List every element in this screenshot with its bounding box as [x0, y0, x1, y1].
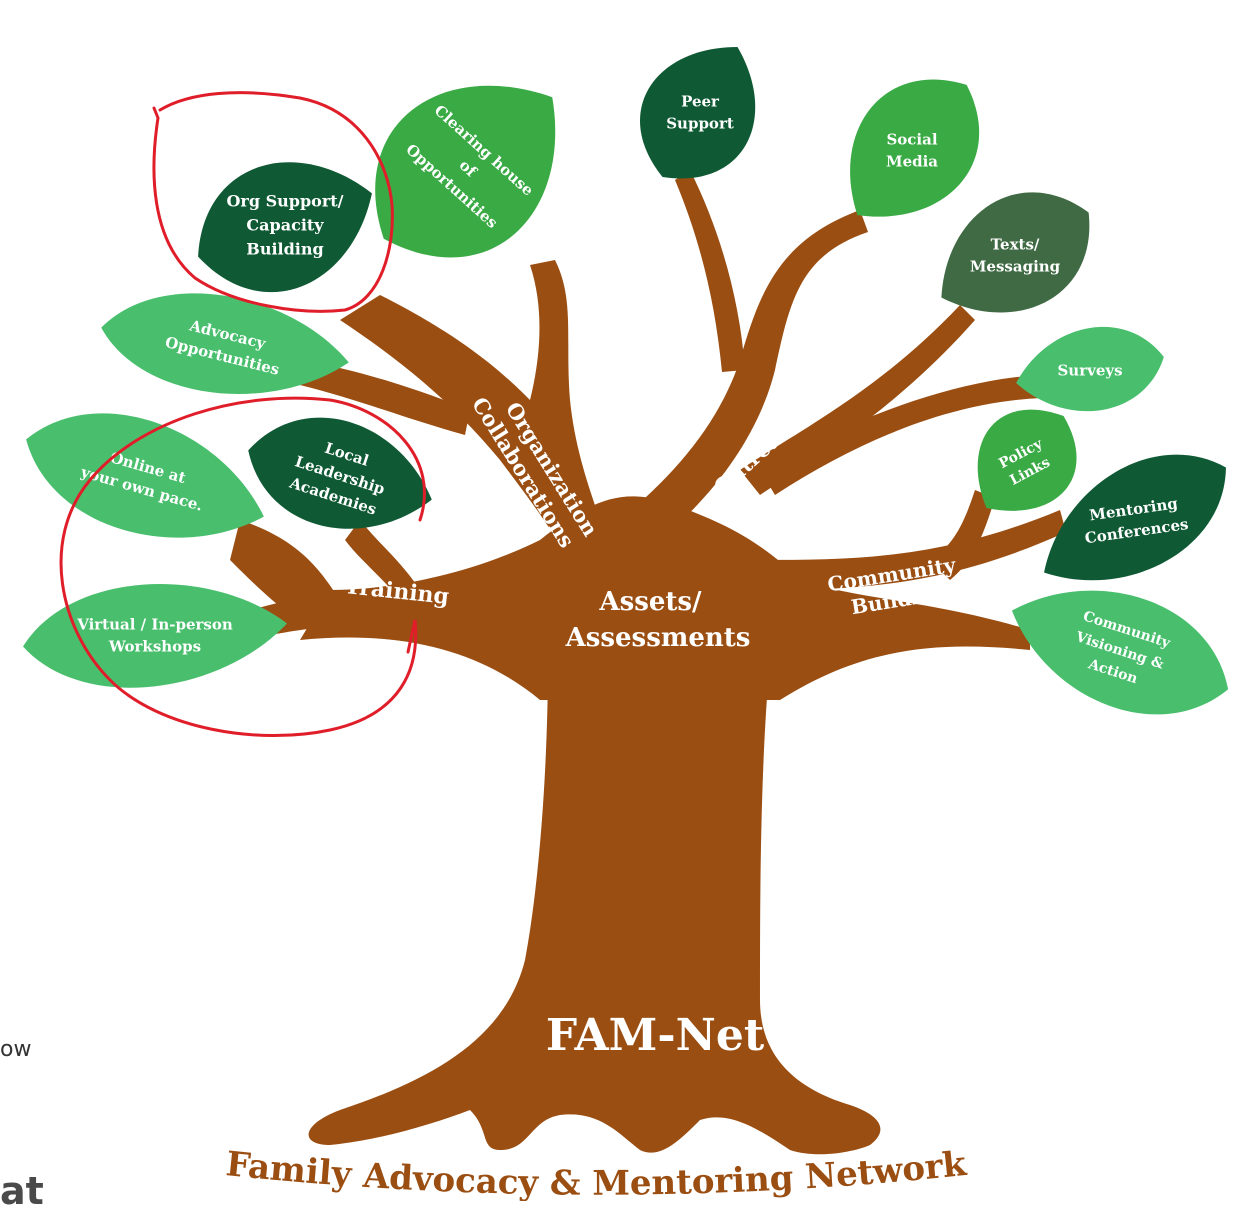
- leaf-shape-mentoring: [1044, 454, 1226, 581]
- leaf-online: Online atyour own pace.: [26, 413, 264, 538]
- leaf-clearing-house: Clearing houseofOpportunities: [375, 85, 556, 258]
- leaf-shape-local-leadership: [248, 417, 432, 529]
- trunk-label-assets-line1: Assets/: [598, 587, 702, 617]
- branch-texts: [740, 305, 975, 495]
- left-heading-fragment: at: [0, 1169, 44, 1213]
- leaf-shape-online: [26, 413, 264, 538]
- leaf-label-line: Workshops: [108, 637, 201, 655]
- branch-policy: [930, 490, 995, 580]
- branch-organization: [340, 260, 600, 545]
- leaf-label-line: Texts/: [991, 235, 1040, 253]
- trunk-shape: [308, 660, 881, 1155]
- branch-advocacy: [300, 360, 470, 435]
- leaf-advocacy: AdvocacyOpportunities: [101, 293, 349, 394]
- leaf-surveys: Surveys: [1016, 326, 1164, 412]
- branch-surveys: [760, 375, 1042, 495]
- leaf-texts-messaging: Texts/Messaging: [941, 192, 1090, 313]
- trunk-label-famnet: FAM-Net: [546, 1010, 765, 1061]
- leaf-shape-surveys: [1016, 326, 1164, 412]
- leaf-shape-texts-messaging: [941, 192, 1090, 313]
- leaf-label-surveys: Surveys: [1057, 361, 1122, 379]
- crown-shape: [300, 496, 1030, 700]
- leaf-shape-workshops: [23, 584, 287, 688]
- leaf-label-line: Peer: [681, 92, 720, 110]
- leaf-label-line: Capacity: [246, 216, 324, 235]
- leaf-label-line: Messaging: [970, 257, 1061, 275]
- branch-peer: [675, 170, 745, 372]
- leaf-label-texts-messaging: Texts/Messaging: [970, 235, 1061, 275]
- branch-community: [760, 510, 1066, 590]
- leaf-label-line: Media: [886, 152, 938, 170]
- annotation-circle-training: [59, 396, 426, 738]
- leaf-policy-links: PolicyLinks: [977, 409, 1077, 511]
- leaf-shape-social-media: [850, 79, 980, 217]
- leaf-label-line: Social: [886, 130, 937, 148]
- branch-outreach: [620, 210, 868, 540]
- leaf-shape-policy-links: [977, 409, 1077, 511]
- annotation-circles: [59, 91, 426, 738]
- tree-trunk: [230, 170, 1066, 1155]
- trunk-label-assets: Assets/ Assessments: [565, 587, 751, 653]
- leaf-label-line: Surveys: [1057, 361, 1122, 379]
- leaf-shape-peer-support: [640, 47, 756, 179]
- leaf-mentoring: MentoringConferences: [1044, 454, 1226, 581]
- leaf-label-line: Virtual / In-person: [76, 615, 233, 633]
- trunk-label-assets-line2: Assessments: [565, 623, 751, 653]
- leaf-shape-advocacy: [101, 293, 349, 394]
- annotation-circle-org-support: [152, 91, 394, 313]
- leaf-label-line: Building: [246, 240, 323, 259]
- leaf-community-visioning: CommunityVisioning &Action: [1011, 590, 1229, 715]
- branch-local: [345, 520, 420, 600]
- leaf-label-line: Support: [666, 114, 734, 132]
- leaf-label-line: Org Support/: [226, 192, 343, 211]
- leaf-shape-clearing-house: [375, 85, 556, 258]
- tagline: Family Advocacy & Mentoring Network: [224, 1144, 969, 1201]
- leaf-shape-org-support: [198, 162, 372, 293]
- leaf-shape-community-visioning: [1011, 590, 1229, 715]
- tagline-text: Family Advocacy & Mentoring Network: [224, 1144, 969, 1204]
- leaf-local-leadership: LocalLeadershipAcademies: [248, 417, 432, 529]
- left-text-fragment: ow: [0, 1037, 32, 1062]
